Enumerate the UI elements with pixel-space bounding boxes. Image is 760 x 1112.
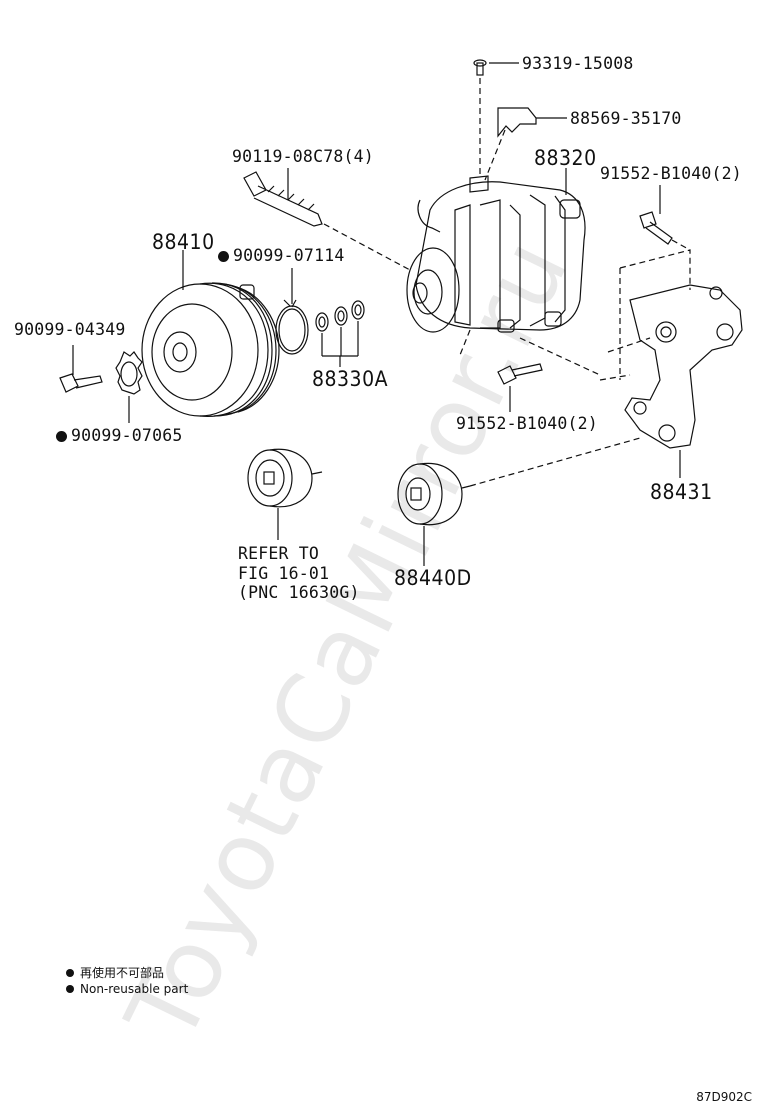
snap-ring-icon xyxy=(275,268,309,355)
part-label-88330a: 88330A xyxy=(312,367,389,391)
part-label-88440d: 88440D xyxy=(394,566,472,590)
part-label-88431: 88431 xyxy=(650,480,713,504)
refer-text-line1: REFER TO xyxy=(238,544,320,563)
refer-text-line2: FIG 16-01 xyxy=(238,564,330,583)
shims-icon xyxy=(315,300,365,367)
part-label-91552-mid: 91552-B1040(2) xyxy=(456,414,598,433)
figure-code: 87D902C xyxy=(696,1090,752,1104)
bolt-93319-icon xyxy=(473,59,519,175)
bracket-88431-icon xyxy=(599,284,743,478)
legend-line-japanese: 再使用不可部品 xyxy=(66,964,164,981)
idler-pulley-88440d-icon xyxy=(397,437,641,566)
lock-washer-icon xyxy=(115,351,143,423)
refer-text-line3: (PNC 16630G) xyxy=(238,583,360,602)
part-label-90119: 90119-08C78(4) xyxy=(232,147,374,166)
bullet-icon xyxy=(66,969,74,977)
part-label-91552-right: 91552-B1040(2) xyxy=(600,164,742,183)
part-label-90099-04349: 90099-04349 xyxy=(14,320,126,339)
idler-pulley-ref-icon xyxy=(247,448,323,540)
bullet-icon xyxy=(66,985,74,993)
bolt-90099-04349-icon xyxy=(59,345,103,393)
part-label-88410: 88410 xyxy=(152,230,215,254)
clutch-pulley-icon xyxy=(141,250,280,417)
part-label-88569: 88569-35170 xyxy=(570,109,682,128)
bolt-91552-right-icon xyxy=(619,185,691,380)
legend-line-english: Non-reusable part xyxy=(66,982,188,996)
part-label-88320: 88320 xyxy=(534,146,597,170)
part-label-90099-07065: 90099-07065 xyxy=(56,426,182,445)
part-label-90099-07114: 90099-07114 xyxy=(218,246,344,265)
stud-bolt-icon xyxy=(243,168,411,271)
compressor-icon xyxy=(406,168,601,376)
bolt-91552-mid-icon xyxy=(497,363,543,412)
part-label-93319: 93319-15008 xyxy=(522,54,634,73)
bracket-88569-icon xyxy=(484,107,567,181)
